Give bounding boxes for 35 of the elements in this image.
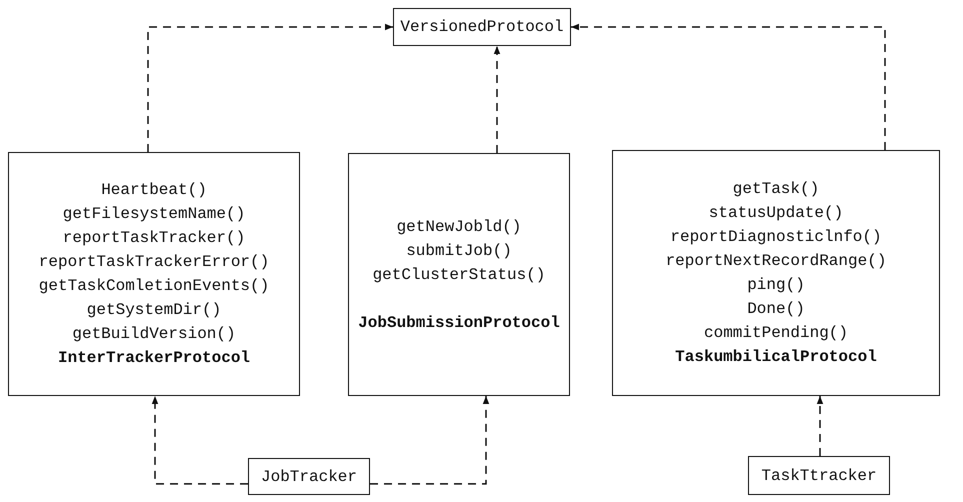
class-box (393, 8, 571, 46)
class-name: JobTracker (260, 466, 357, 488)
dashed-arrow (152, 396, 248, 485)
method-name: statusUpdate() (708, 203, 844, 224)
interface-name: JobSubmissionProtocol (358, 312, 560, 334)
method-name: commitPending() (704, 323, 848, 344)
method-name: getFilesystemName() (62, 204, 246, 225)
method-name: getClusterStatus() (372, 264, 546, 286)
method-name: getSystemDir() (86, 300, 222, 321)
interface-box (348, 153, 570, 396)
method-name: reportNextRecordRange() (666, 251, 886, 272)
method-name: getTask() (732, 179, 820, 200)
method-name: reportDiagnosticlnfo() (670, 227, 882, 248)
method-name: reportTaskTracker() (62, 228, 246, 249)
method-name: reportTaskTrackerError() (38, 252, 270, 273)
dashed-arrow (816, 396, 824, 456)
class-name: VersionedProtocol (400, 17, 564, 38)
method-name: Heartbeat() (101, 180, 207, 201)
method-name: getNewJobld() (396, 216, 522, 238)
class-name: TaskTtracker (761, 466, 877, 486)
method-name: ping() (747, 275, 805, 296)
class-box (748, 456, 890, 495)
dashed-arrow (370, 396, 490, 485)
method-name: Done() (747, 299, 805, 320)
interface-box (8, 152, 300, 396)
method-name: getBuildVersion() (72, 324, 236, 345)
method-name: getTaskComletionEvents() (38, 276, 270, 297)
interface-name: InterTrackerProtocol (58, 348, 250, 369)
dashed-arrow (494, 46, 500, 153)
dashed-arrow (147, 24, 393, 152)
class-box (248, 458, 370, 495)
dashed-arrow (571, 24, 886, 150)
interface-name: TaskumbilicalProtocol (675, 347, 877, 368)
interface-box (612, 150, 940, 396)
method-name: submitJob() (406, 240, 512, 262)
